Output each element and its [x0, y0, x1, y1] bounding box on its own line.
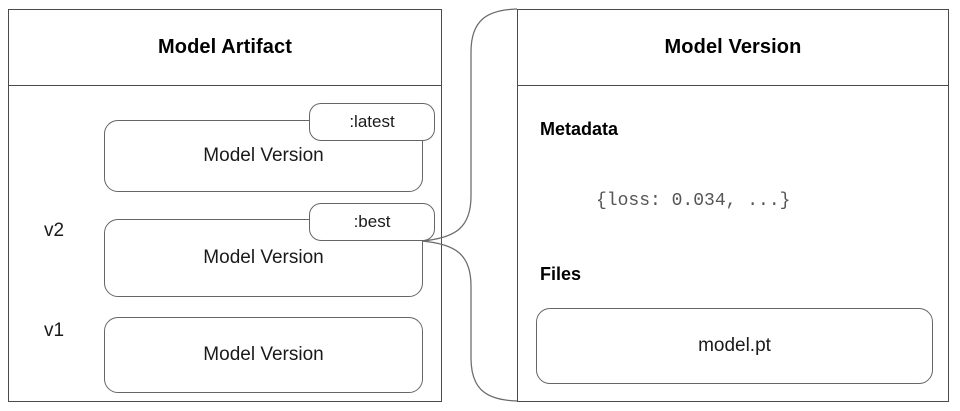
model-artifact-header: Model Artifact	[9, 10, 441, 86]
version-label-v2: v2	[43, 220, 65, 241]
tag-chip-best[interactable]: :best	[309, 203, 435, 241]
model-artifact-body: v2 Model Version :latest v1 Model Versio…	[9, 86, 441, 401]
version-box-label-v2: Model Version	[203, 145, 324, 166]
files-heading: Files	[540, 264, 582, 284]
file-box-label-model-pt: model.pt	[698, 335, 771, 356]
model-artifact-panel: Model Artifact v2 Model Version :latest …	[8, 9, 442, 402]
metadata-value: {loss: 0.034, ...}	[596, 191, 791, 211]
version-box-label-v0: Model Version	[203, 344, 324, 365]
page-title-model-artifact: Model Artifact	[158, 36, 292, 58]
version-box-v0[interactable]: Model Version	[104, 317, 423, 393]
tag-chip-label-latest: :latest	[349, 112, 395, 131]
page-title-model-version: Model Version	[664, 36, 802, 58]
version-label-v1: v1	[43, 320, 65, 341]
tag-chip-latest[interactable]: :latest	[309, 103, 435, 141]
metadata-heading: Metadata	[540, 119, 619, 139]
model-version-panel: Model Version Metadata {loss: 0.034, ...…	[517, 9, 949, 402]
model-version-body: Metadata {loss: 0.034, ...} Files model.…	[518, 86, 948, 401]
model-version-header: Model Version	[518, 10, 948, 86]
file-box-model-pt[interactable]: model.pt	[536, 308, 933, 384]
version-box-label-v1: Model Version	[203, 247, 324, 268]
tag-chip-label-best: :best	[353, 212, 391, 231]
